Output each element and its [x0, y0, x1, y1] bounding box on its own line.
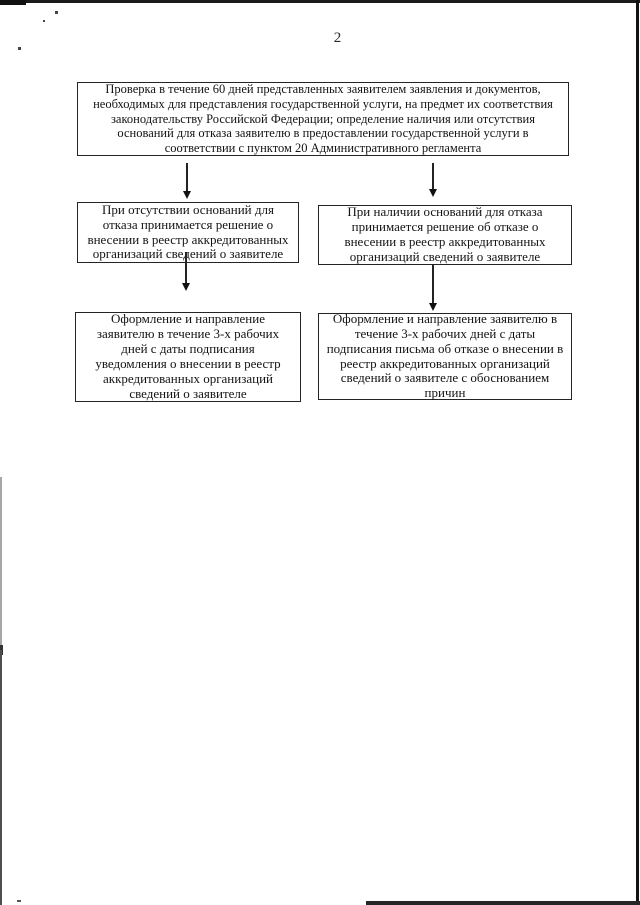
scan-artifact-top-blob — [0, 0, 26, 5]
flow-box-refusal-letter-text: Оформление и направление заявителю в теч… — [326, 310, 564, 401]
arrow-verification-to-no-grounds-head — [183, 191, 191, 199]
scan-artifact-top-line — [0, 0, 640, 3]
scan-artifact-right-line — [636, 0, 639, 905]
arrow-verification-to-grounds-head — [429, 189, 437, 197]
arrow-no-grounds-to-notice-line — [185, 252, 187, 283]
scan-speck — [43, 20, 45, 22]
arrow-no-grounds-to-notice-head — [182, 283, 190, 291]
arrow-grounds-to-refusal-letter-line — [432, 265, 434, 303]
flow-box-grounds-refusal-decision-text: При наличии оснований для отказа принима… — [344, 204, 546, 264]
scan-artifact-bottom-line — [366, 901, 640, 905]
flow-box-grounds-refusal-decision: При наличии оснований для отказа принима… — [318, 204, 572, 265]
flow-box-notice-of-entry: Оформление и направление заявителю в теч… — [75, 311, 301, 402]
arrow-grounds-to-refusal-letter-head — [429, 303, 437, 311]
flow-box-refusal-letter: Оформление и направление заявителю в теч… — [318, 310, 572, 401]
scan-speck — [17, 900, 21, 902]
scan-artifact-left-line-gray — [0, 477, 2, 648]
arrow-verification-to-grounds-line — [432, 163, 434, 190]
scan-artifact-left-line-dark — [0, 650, 2, 905]
flow-box-verification-text: Проверка в течение 60 дней представленны… — [93, 82, 553, 156]
flow-box-no-grounds-decision-text: При отсутствии оснований для отказа прин… — [87, 201, 289, 262]
arrow-verification-to-no-grounds-line — [186, 163, 188, 192]
flow-box-verification: Проверка в течение 60 дней представленны… — [77, 82, 569, 156]
page-number: 2 — [333, 30, 342, 46]
flow-box-notice-of-entry-text: Оформление и направление заявителю в теч… — [95, 311, 281, 401]
flow-box-no-grounds-decision: При отсутствии оснований для отказа прин… — [77, 202, 299, 263]
scan-speck — [18, 47, 21, 50]
scan-speck — [55, 11, 58, 14]
